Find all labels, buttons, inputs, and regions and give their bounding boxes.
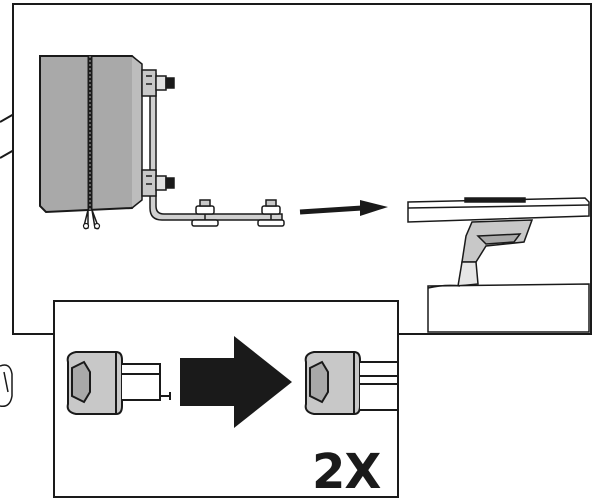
partial-knob-icon xyxy=(0,364,13,408)
repeat-count-label: 2X xyxy=(312,444,381,500)
direction-arrow-icon xyxy=(299,200,388,216)
callout-leader-lines xyxy=(0,112,15,159)
direction-arrow-icon xyxy=(180,336,292,428)
roof-box-icon xyxy=(39,55,143,230)
main-step-panel xyxy=(12,3,592,335)
rail-end-icon xyxy=(304,351,399,415)
roof-rail-icon xyxy=(407,197,590,333)
detail-step-panel: 2X xyxy=(53,300,399,500)
bolt-clamp-icon xyxy=(257,199,285,227)
mounting-bracket-icon xyxy=(141,69,285,227)
end-cap-icon xyxy=(66,351,171,415)
bolt-clamp-icon xyxy=(191,199,219,227)
